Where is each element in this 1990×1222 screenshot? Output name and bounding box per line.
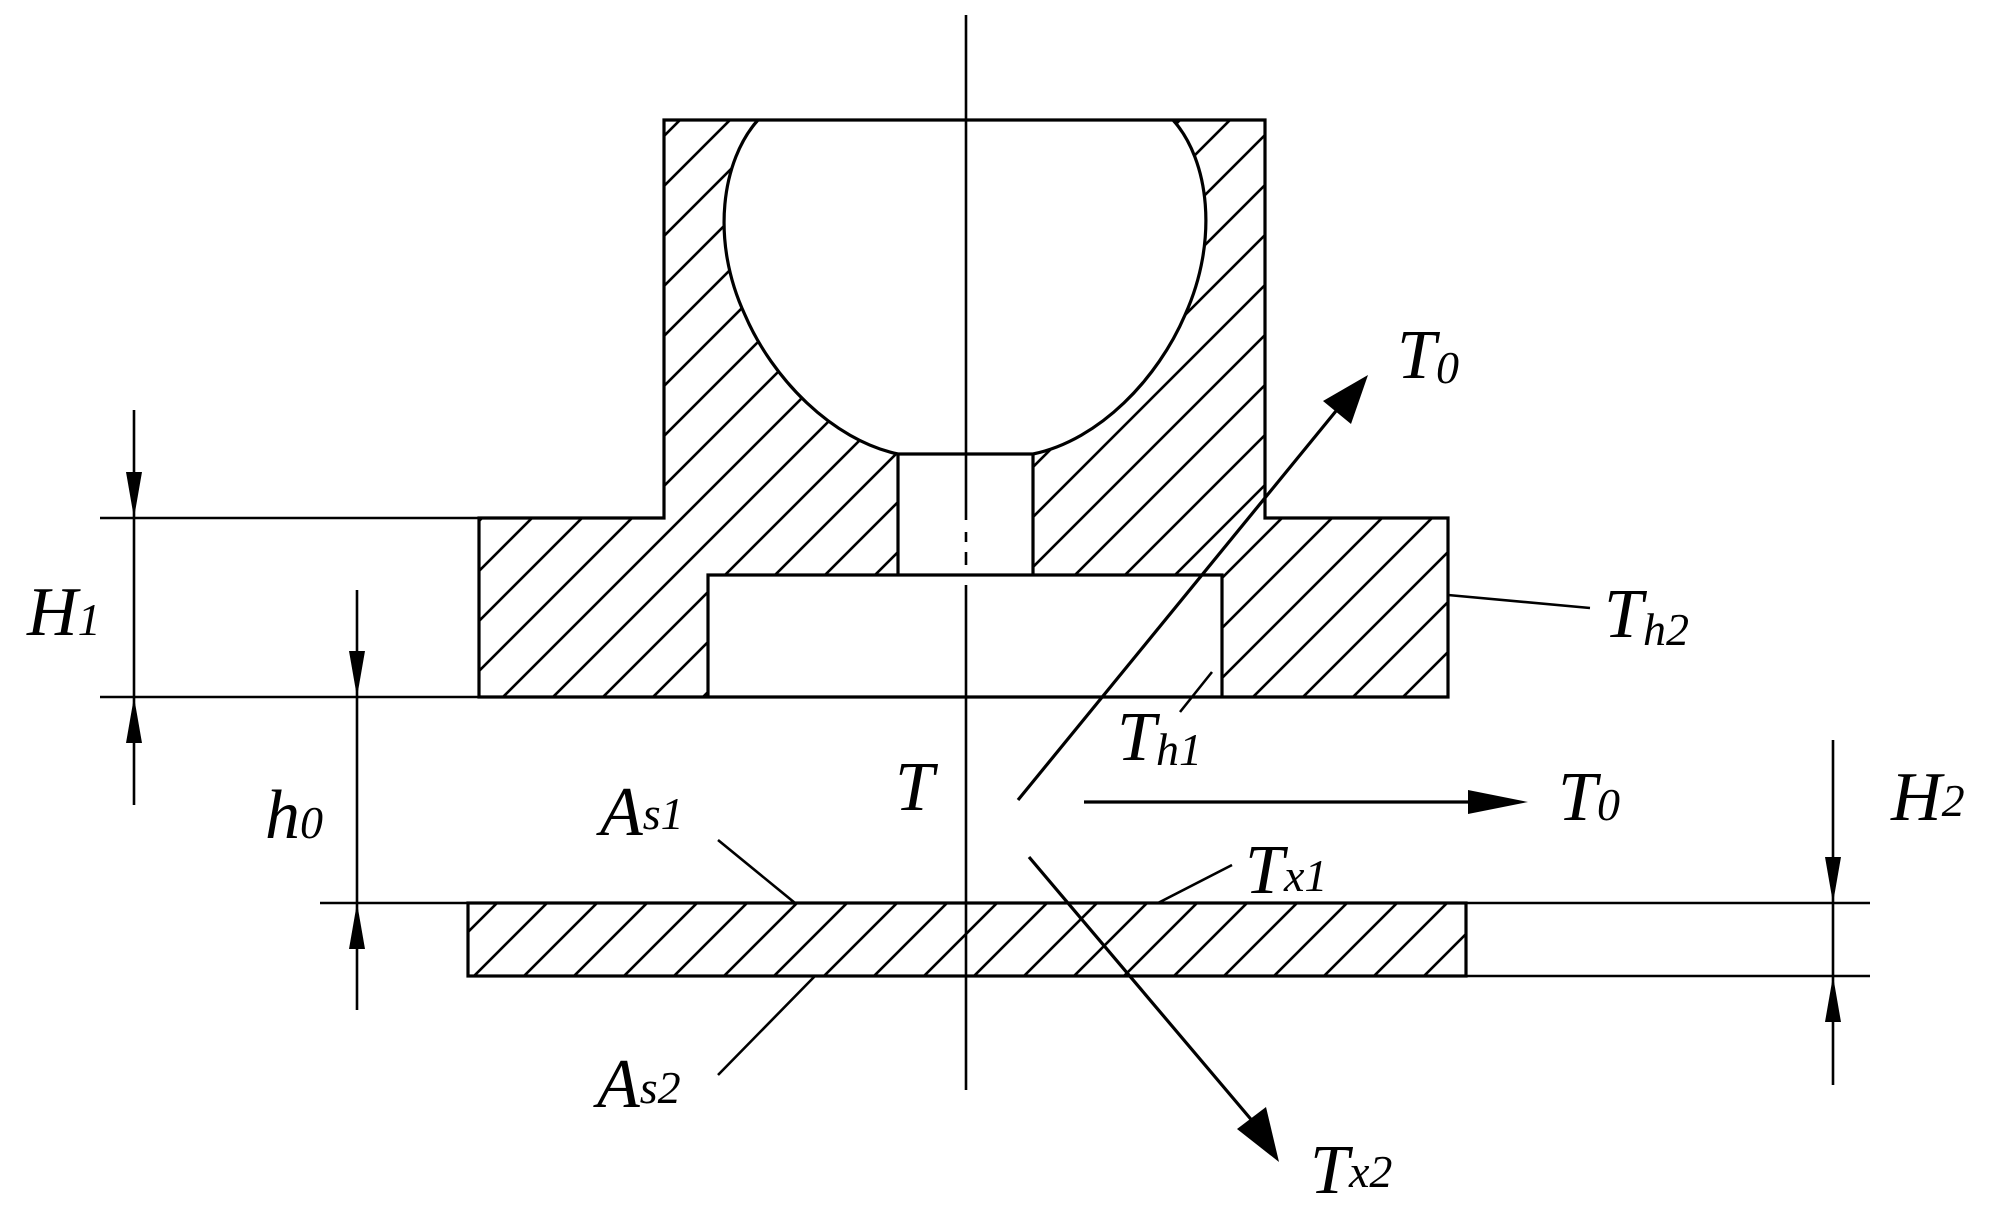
t0-right-arrowhead: [1468, 790, 1528, 814]
label-h1: H1: [26, 574, 101, 651]
label-tx1: Tx1: [1245, 832, 1327, 909]
label-t0-upper: T0: [1397, 317, 1459, 394]
label-tx2: Tx2: [1310, 1132, 1392, 1209]
upper-body-hatch: [479, 120, 1448, 697]
label-t0-right: T0: [1558, 759, 1620, 836]
th2-leader: [1447, 593, 1591, 610]
h0-bottom-arrow: [349, 903, 365, 949]
label-t: T: [895, 749, 939, 826]
label-as1: As1: [596, 774, 684, 851]
upper-body-outline: [477, 118, 1450, 699]
neck-channel: [896, 454, 1035, 575]
h1-top-arrow: [126, 472, 142, 518]
label-th2: Th2: [1604, 576, 1689, 655]
th1-leader: [1178, 671, 1214, 713]
h1-bottom-arrow: [126, 697, 142, 743]
labels: T0 Th2 H1 Th1 T T0 H2 h0 As1 Tx1 As2 Tx2: [26, 317, 1965, 1209]
heat-flow-arrows: [1016, 375, 1528, 1162]
tx2-arrowhead: [1237, 1107, 1279, 1162]
tx2-arrow-shaft: [1027, 855, 1262, 1132]
t0-upper-arrow-shaft: [1016, 398, 1347, 802]
dimension-arrowheads: [126, 472, 1841, 1022]
label-as2: As2: [593, 1046, 681, 1123]
label-h2: H2: [1890, 759, 1965, 836]
as1-leader: [717, 838, 796, 905]
tx1-leader: [1157, 863, 1233, 905]
label-th1: Th1: [1117, 699, 1202, 776]
h0-top-arrow: [349, 651, 365, 697]
h2-top-arrow: [1825, 857, 1841, 903]
inner-recess: [706, 573, 1224, 697]
t0-upper-arrowhead: [1323, 375, 1368, 424]
leader-lines: [717, 593, 1591, 1076]
upper-heater-body: [477, 118, 1450, 699]
h2-bottom-arrow: [1825, 976, 1841, 1022]
as2-leader: [717, 975, 816, 1076]
label-h0: h0: [265, 777, 323, 854]
dimension-lines: [100, 410, 1870, 1085]
